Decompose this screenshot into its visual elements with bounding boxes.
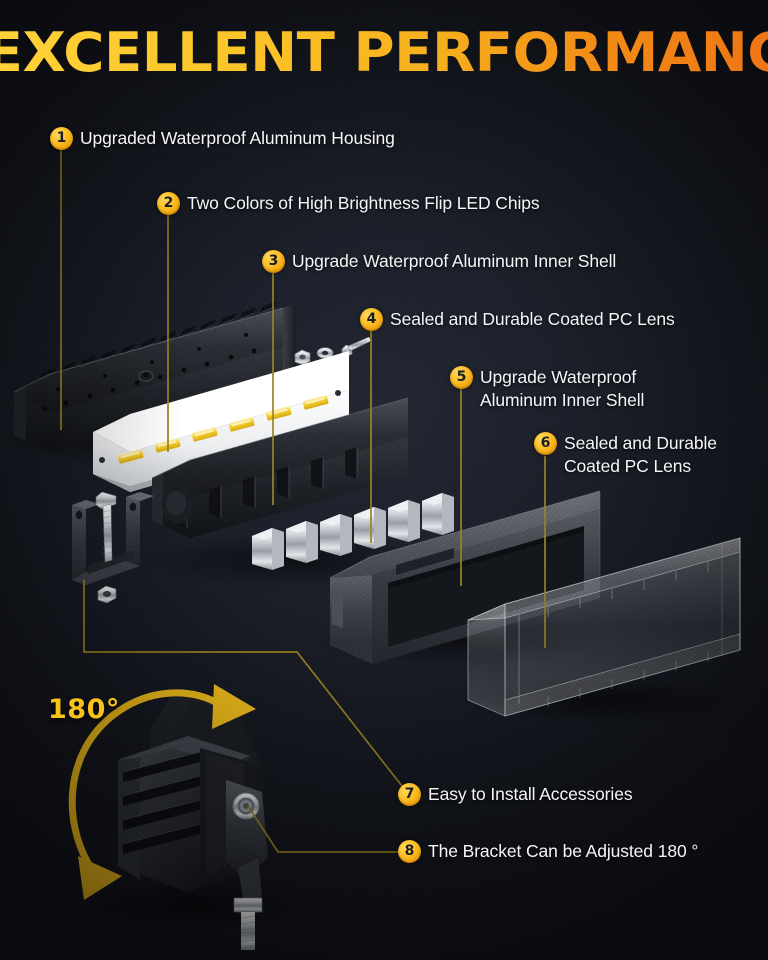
callout-5-badge: 5	[450, 366, 473, 389]
callout-3-label: Upgrade Waterproof Aluminum Inner Shell	[292, 251, 617, 271]
led-pod-light-preview	[118, 690, 268, 950]
aluminum-inner-shell-part	[151, 397, 409, 538]
callout-1-badge: 1	[50, 127, 73, 150]
callout-5[interactable]: 5 Upgrade Waterproof Aluminum Inner Shel…	[450, 366, 644, 411]
callout-7-label: Easy to Install Accessories	[428, 784, 633, 804]
callout-8-badge: 8	[398, 840, 421, 863]
callout-2[interactable]: 2 Two Colors of High Brightness Flip LED…	[157, 192, 540, 215]
callout-5-label: Upgrade Waterproof Aluminum Inner Shell	[480, 367, 645, 410]
callout-7[interactable]: 7 Easy to Install Accessories	[398, 783, 633, 806]
reflector-cups-part	[252, 493, 454, 570]
clear-pc-lens-part	[467, 537, 741, 717]
led-pcb-board	[93, 351, 349, 492]
callout-3[interactable]: 3 Upgrade Waterproof Aluminum Inner Shel…	[262, 250, 616, 273]
rotation-degree-label: 180°	[48, 694, 120, 725]
callout-4-badge: 4	[360, 308, 383, 331]
callout-8-label: The Bracket Can be Adjusted 180 °	[428, 841, 699, 861]
callout-6[interactable]: 6 Sealed and Durable Coated PC Lens	[534, 432, 717, 477]
bolt-washer-nut-hardware	[294, 336, 372, 366]
callout-2-badge: 2	[157, 192, 180, 215]
callout-7-badge: 7	[398, 783, 421, 806]
bezel-frame-part	[329, 490, 601, 664]
callout-1-label: Upgraded Waterproof Aluminum Housing	[80, 128, 395, 148]
aluminum-housing-part	[13, 301, 296, 452]
callout-1[interactable]: 1 Upgraded Waterproof Aluminum Housing	[50, 127, 395, 150]
mounting-bracket-part	[72, 491, 154, 604]
callout-6-badge: 6	[534, 432, 557, 455]
callout-4[interactable]: 4 Sealed and Durable Coated PC Lens	[360, 308, 675, 331]
callout-3-badge: 3	[262, 250, 285, 273]
callout-2-label: Two Colors of High Brightness Flip LED C…	[187, 193, 540, 213]
callout-8[interactable]: 8 The Bracket Can be Adjusted 180 °	[398, 840, 698, 863]
page-title: EXCELLENT PERFORMANCE	[0, 22, 768, 84]
callout-6-label: Sealed and Durable Coated PC Lens	[564, 433, 717, 476]
callout-4-label: Sealed and Durable Coated PC Lens	[390, 309, 675, 329]
